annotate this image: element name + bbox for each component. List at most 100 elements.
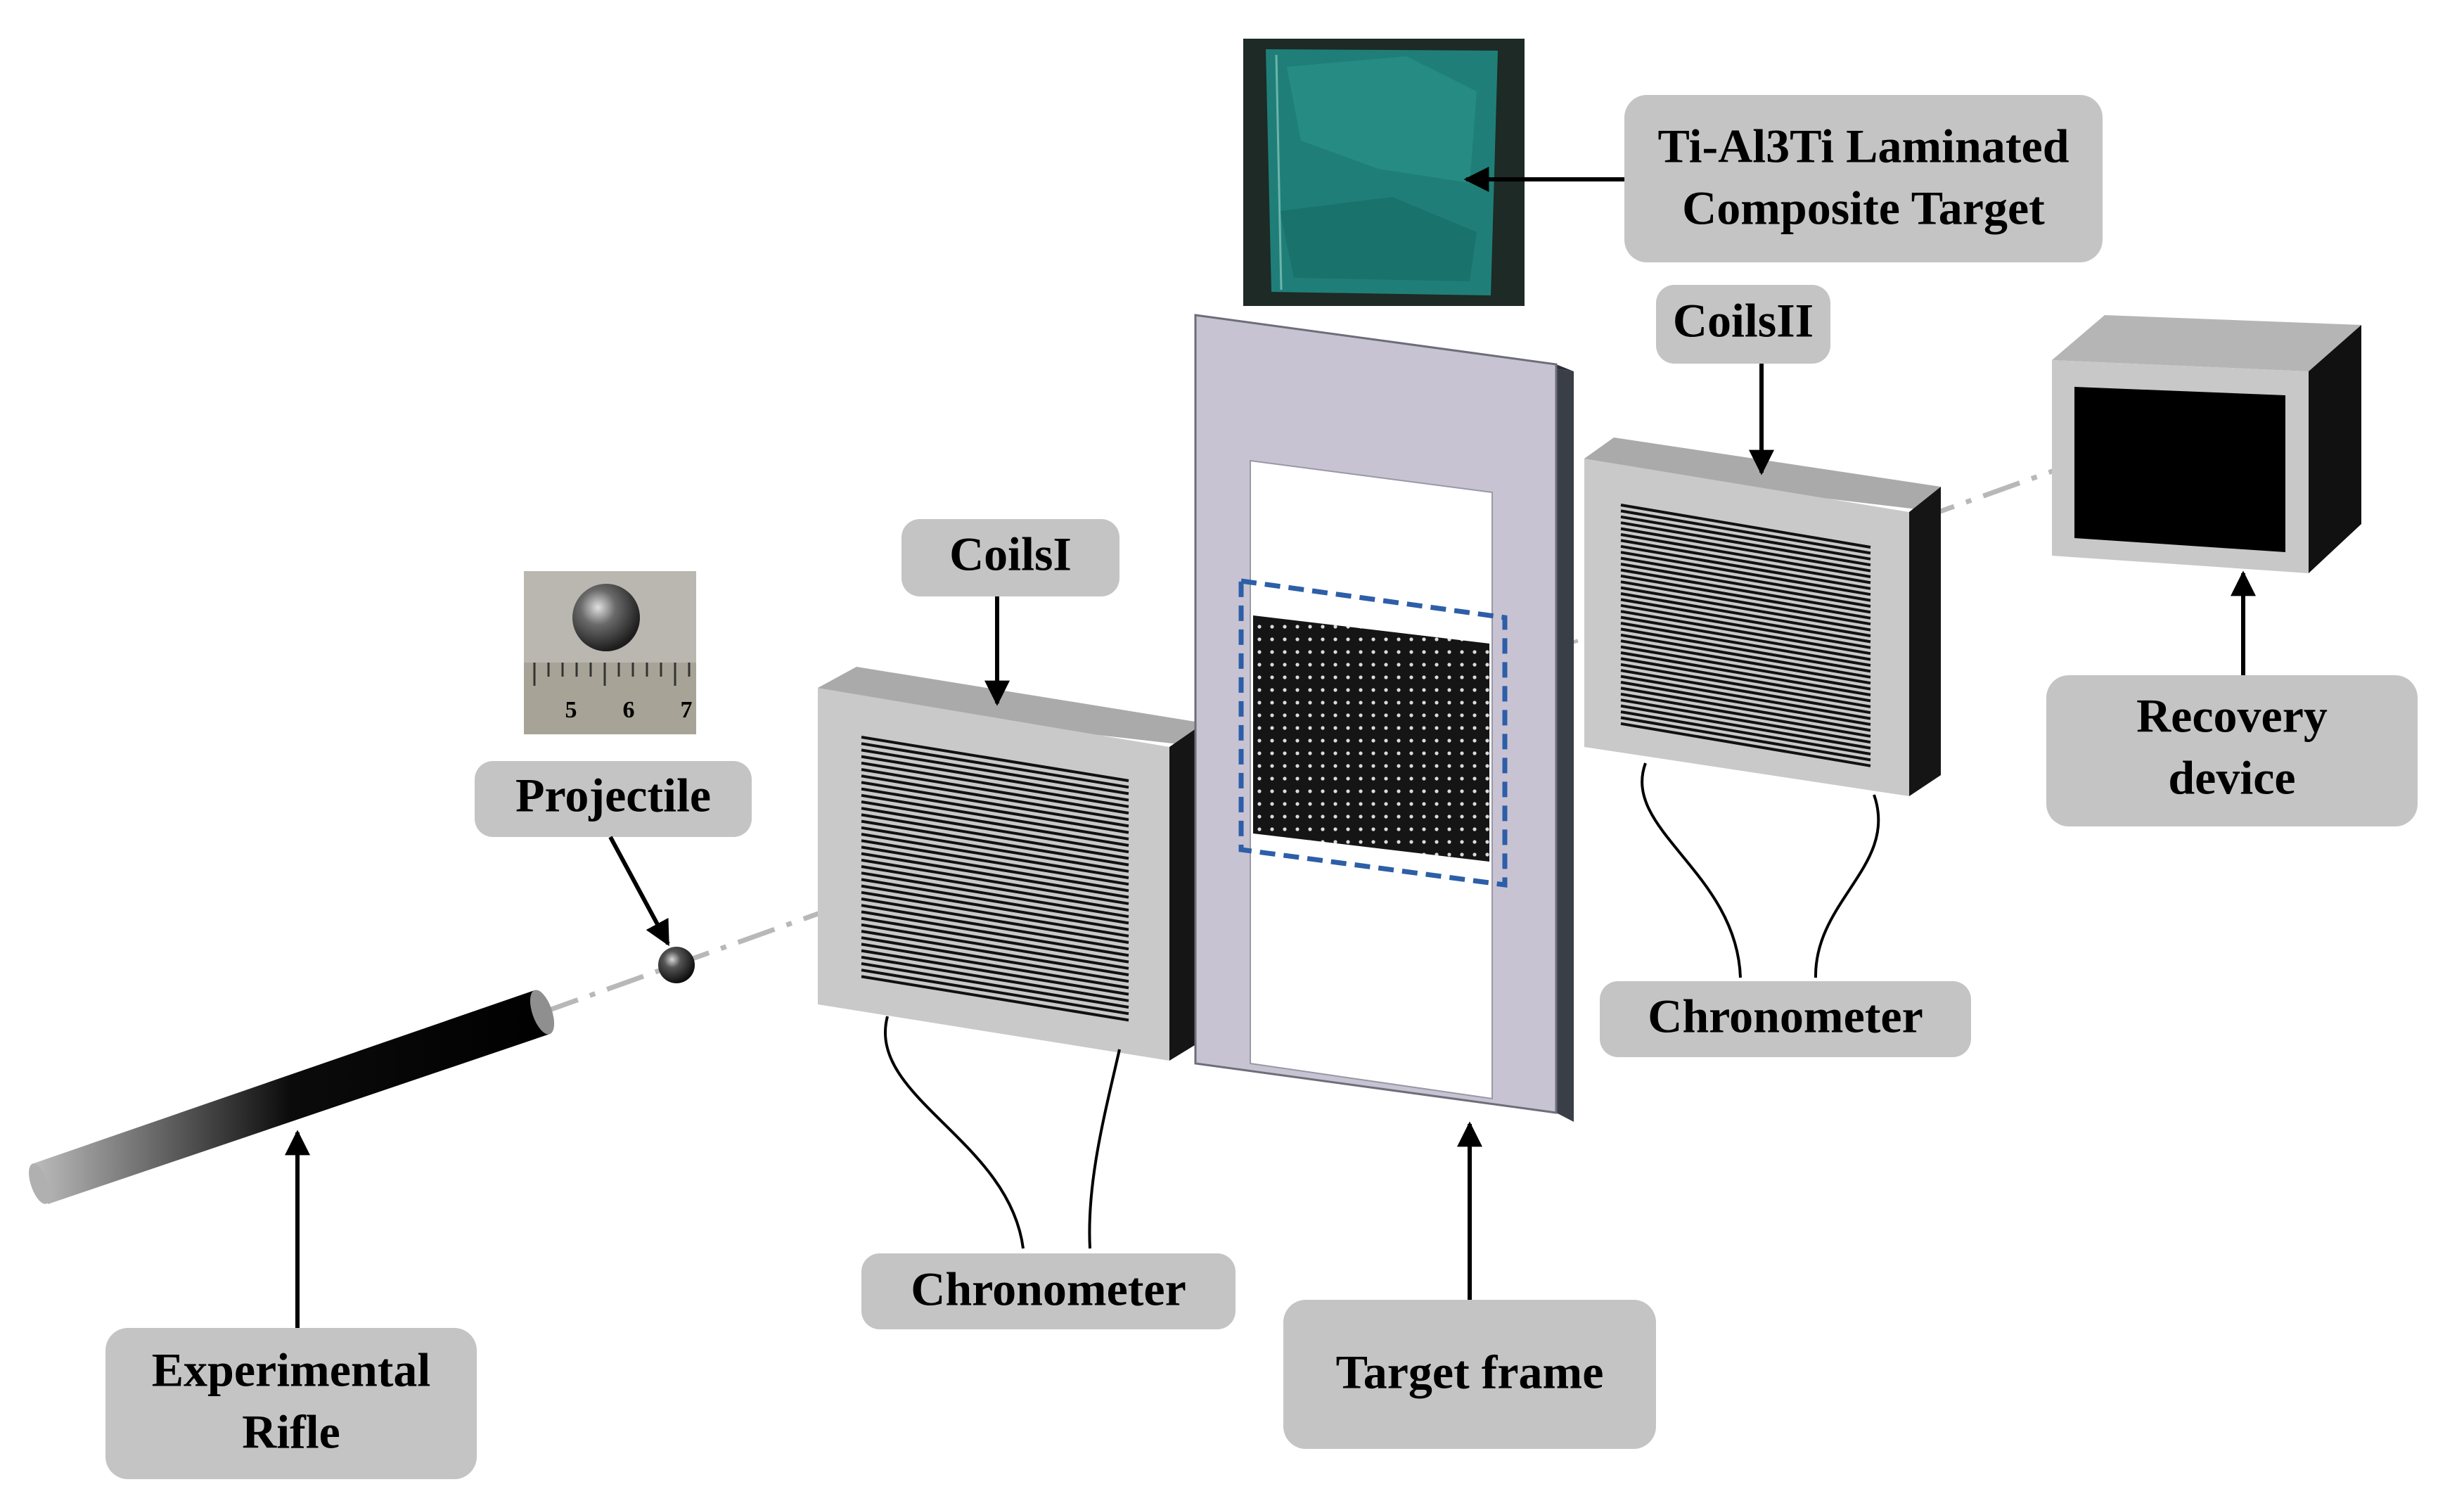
coil-winding-line xyxy=(1620,568,1871,614)
ruler-tick-7: 7 xyxy=(681,697,693,723)
laminated-target-photo xyxy=(1243,39,1525,306)
coil-winding-line xyxy=(1620,622,1871,667)
coil-winding-line xyxy=(861,852,1129,899)
label-box-coils-ii xyxy=(1656,285,1830,364)
label-projectile: Projectile xyxy=(515,769,711,822)
recovery-device xyxy=(2052,315,2361,573)
coil-winding-line xyxy=(861,781,1129,828)
coil-winding-line xyxy=(1620,663,1871,708)
label-chronometer-left: Chronometer xyxy=(911,1263,1186,1316)
coils-ii xyxy=(1584,437,1941,796)
coil-winding-line xyxy=(861,916,1129,964)
coil-winding-line xyxy=(1620,686,1871,732)
coil-winding-line xyxy=(1620,645,1871,691)
coil-winding-line xyxy=(1620,504,1871,549)
label-chronometer-right: Chronometer xyxy=(1648,990,1923,1043)
coil-winding-line xyxy=(1620,580,1871,626)
label-recovery-device-line1: Recovery xyxy=(2136,689,2328,743)
coil-winding-line xyxy=(861,949,1129,996)
coil-winding-line xyxy=(861,923,1129,970)
coil-winding-line xyxy=(861,975,1129,1022)
rifle-barrel xyxy=(32,990,550,1204)
coils-i xyxy=(818,667,1204,1061)
coil-winding-line xyxy=(1620,710,1871,755)
coil-winding-line xyxy=(861,839,1129,886)
coil-winding-line xyxy=(861,962,1129,1009)
recovery-device-top xyxy=(2052,315,2361,371)
coil-winding-line xyxy=(1620,586,1871,632)
coil-winding-line xyxy=(861,897,1129,944)
projectile-ball xyxy=(658,947,695,983)
label-box-chronometer-right xyxy=(1600,981,1971,1057)
coil-winding-line xyxy=(861,871,1129,919)
ruler xyxy=(524,663,696,734)
coil-winding-line xyxy=(1620,539,1871,584)
label-target-frame: Target frame xyxy=(1336,1346,1604,1399)
coil-winding-line xyxy=(1620,681,1871,726)
label-laminated-target-line1: Ti-Al3Ti Laminated xyxy=(1657,120,2069,173)
coil-winding-line xyxy=(1620,633,1871,679)
label-laminated-target-line2: Composite Target xyxy=(1682,181,2045,235)
coil-winding-line xyxy=(1620,563,1871,608)
label-box-laminated-target xyxy=(1624,95,2103,262)
label-coils-ii: CoilsII xyxy=(1673,294,1814,347)
coil-winding-line xyxy=(861,884,1129,931)
coil-winding-line xyxy=(1620,698,1871,744)
label-experimental-rifle-line2: Rifle xyxy=(242,1405,340,1459)
rifle-muzzle xyxy=(530,990,555,1035)
ruler-tick-5: 5 xyxy=(565,697,577,723)
coil-winding-line xyxy=(861,858,1129,905)
coil-winding-line xyxy=(861,813,1129,860)
coil-winding-line xyxy=(1620,615,1871,661)
coil-winding-line xyxy=(861,800,1129,847)
target-frame xyxy=(1194,314,1574,1122)
coil-winding-line xyxy=(861,930,1129,976)
coil-winding-line xyxy=(1620,527,1871,573)
coil-winding-line xyxy=(861,736,1129,782)
coil-winding-line xyxy=(861,845,1129,893)
coil-winding-line xyxy=(1620,598,1871,644)
coil-winding-line xyxy=(861,787,1129,834)
coil-winding-line xyxy=(861,755,1129,802)
coil-winding-line xyxy=(1620,533,1871,578)
coil-winding-line xyxy=(861,890,1129,938)
coil-winding-line xyxy=(861,936,1129,983)
coil-winding-line xyxy=(1620,669,1871,715)
laminated-target-plate xyxy=(1253,615,1489,862)
coils-ii-side xyxy=(1909,487,1941,796)
coil-winding-line xyxy=(1620,651,1871,696)
coil-winding-line xyxy=(861,969,1129,1016)
recovery-device-side xyxy=(2309,325,2361,573)
coil-winding-line xyxy=(861,878,1129,925)
coil-winding-line xyxy=(861,819,1129,867)
label-box-target-frame xyxy=(1283,1300,1656,1449)
label-box-experimental-rifle xyxy=(105,1328,477,1479)
recovery-device-opening xyxy=(2074,387,2285,552)
coil-winding-line xyxy=(1620,592,1871,637)
label-box-coils-i xyxy=(901,519,1119,596)
target-dashed-box xyxy=(1238,577,1508,888)
coil-winding-line xyxy=(861,793,1129,841)
coil-winding-line xyxy=(1620,521,1871,567)
coil-winding-line xyxy=(1620,657,1871,703)
coil-winding-line xyxy=(861,774,1129,822)
coil-winding-line xyxy=(861,904,1129,951)
projectile-photo-ball xyxy=(572,584,640,651)
label-box-projectile xyxy=(475,761,752,837)
coil-winding-line xyxy=(861,955,1129,1002)
coil-winding-line xyxy=(861,826,1129,873)
coil-winding-line xyxy=(1620,692,1871,738)
label-coils-i: CoilsI xyxy=(949,528,1072,581)
coil-winding-line xyxy=(861,807,1129,854)
label-box-chronometer-left xyxy=(861,1253,1236,1329)
chronometer-wire-left xyxy=(884,1016,1121,1249)
coil-winding-line xyxy=(861,742,1129,789)
coils-i-windings xyxy=(861,736,1129,1022)
ruler-tick-6: 6 xyxy=(623,697,635,723)
coil-winding-line xyxy=(1620,509,1871,555)
coil-winding-line xyxy=(861,910,1129,957)
coil-winding-line xyxy=(1620,716,1871,762)
coil-winding-line xyxy=(1620,515,1871,561)
